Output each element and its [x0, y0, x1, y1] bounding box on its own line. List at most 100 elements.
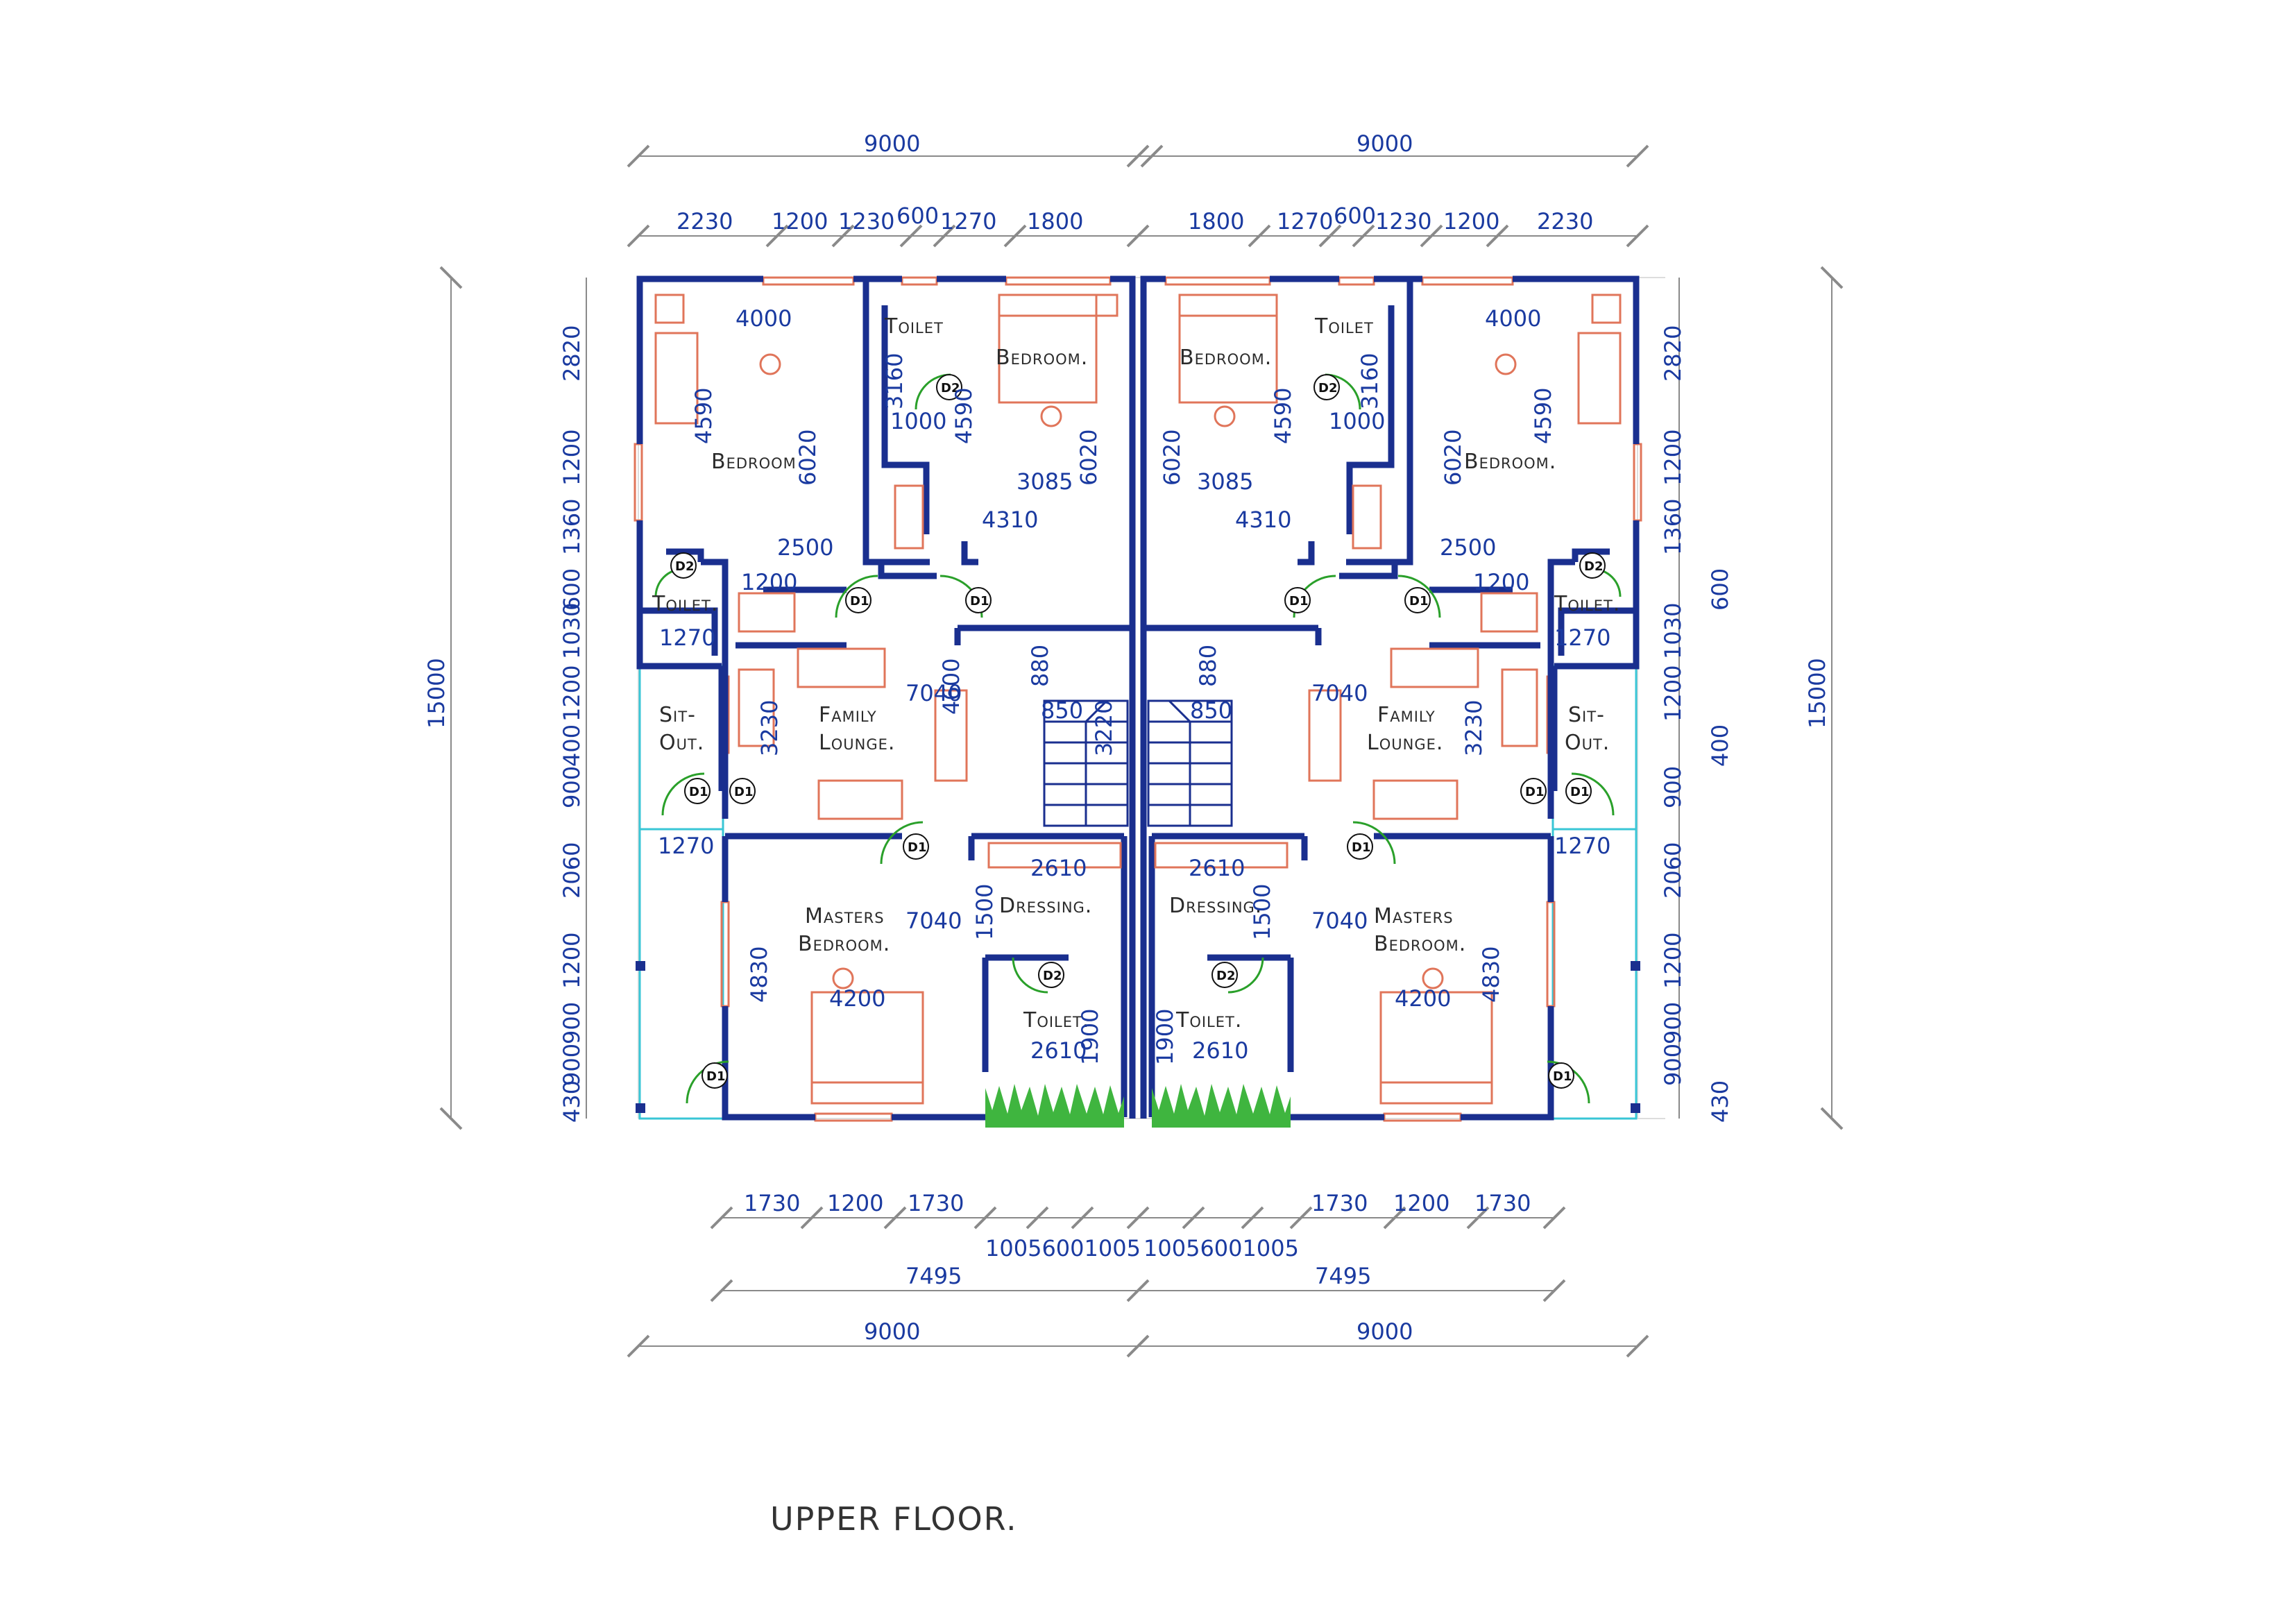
left-dimensions: 15000 2820 1200 1360 600 1030 1200 400 9…	[423, 266, 587, 1130]
dim-bottom-overall-left: 9000	[864, 1318, 920, 1345]
dim-3160-left: 3160	[881, 353, 908, 409]
dim-2610-right-b: 2610	[1192, 1037, 1248, 1064]
room-dressing-right: Dressing.	[1169, 894, 1262, 918]
dim-1270-right-a: 1270	[1554, 624, 1610, 651]
dim-bottom-span-right: 7495	[1315, 1263, 1371, 1289]
dim-850-right: 850	[1190, 697, 1232, 724]
dim-1200-right: 1200	[1473, 569, 1529, 595]
dim-7040-right-b: 7040	[1311, 908, 1368, 934]
dim-7040-left-a: 7040	[905, 680, 962, 706]
room-sit-out-right-1: Sit-	[1568, 703, 1605, 727]
door-tag-d2: D2	[1584, 559, 1603, 574]
door-tag-d1: D1	[1553, 1069, 1572, 1084]
dim-1900-left: 1900	[1077, 1009, 1103, 1065]
dim-left-12: 900	[559, 1044, 585, 1086]
room-sit-out-left-2: Out.	[659, 731, 704, 755]
dim-bottom-seg-5: 1200	[1393, 1190, 1449, 1216]
door-tag-d1: D1	[689, 785, 708, 799]
door-tag-d2: D2	[941, 381, 960, 396]
dim-right-2: 1200	[1660, 430, 1686, 486]
dim-1500-left: 1500	[971, 884, 998, 940]
dim-left-2: 1200	[559, 430, 585, 486]
dim-right-9: 2060	[1660, 842, 1686, 899]
stairs	[1043, 699, 1233, 827]
dim-top-seg-1: 2230	[677, 208, 733, 235]
door-tag-d1: D1	[1570, 785, 1589, 799]
dim-bottom-seg-2: 1200	[827, 1190, 883, 1216]
dim-bottom-mid-right: 10056001005	[1143, 1235, 1299, 1261]
dim-4590-right-b: 4590	[1270, 388, 1296, 444]
dim-3160-right: 3160	[1357, 353, 1383, 409]
room-labels: Bedroom Bedroom. Bedroom. Bedroom. Toile…	[652, 314, 1619, 1033]
furniture	[654, 294, 1622, 1105]
dim-880-right: 880	[1195, 645, 1221, 687]
door-tag-d1: D1	[706, 1069, 725, 1084]
room-family-lounge-left-1: Family	[819, 703, 877, 727]
dim-2610-right-a: 2610	[1189, 855, 1245, 881]
walls-right-unit	[1140, 275, 1640, 1121]
dim-4310-left: 4310	[982, 507, 1038, 533]
room-dimensions: 4000 4000 4590 4590 4590 4590 6020 6020 …	[658, 305, 1610, 1065]
room-sit-out-right-2: Out.	[1565, 731, 1610, 755]
dim-left-8: 900	[559, 766, 585, 808]
dim-1270-left-b: 1270	[658, 833, 714, 859]
dim-6020-left-a: 6020	[794, 430, 821, 486]
walls-left-unit	[636, 275, 1136, 1121]
room-sit-out-left-1: Sit-	[659, 703, 696, 727]
dim-7040-left-b: 7040	[905, 908, 962, 934]
door-tag-d1: D1	[1352, 840, 1370, 855]
door-tag-d1: D1	[1289, 594, 1308, 609]
door-tag-d1: D1	[850, 594, 869, 609]
door-tag-d1: D1	[1409, 594, 1428, 609]
dim-4590-right-a: 4590	[1530, 388, 1556, 444]
dim-right-10: 1200	[1660, 933, 1686, 989]
dim-top-seg-9: 600	[1334, 203, 1376, 229]
bottom-dimensions: 1730 1200 1730 1730 1200 1730 1005600100…	[627, 1190, 1649, 1358]
dim-880-left: 880	[1027, 645, 1053, 687]
dim-left-7: 400	[559, 724, 585, 767]
dim-right-7: 400	[1707, 724, 1733, 767]
dim-4200-right: 4200	[1395, 985, 1451, 1012]
dim-right-5: 1030	[1660, 603, 1686, 659]
dim-6020-left-b: 6020	[1075, 430, 1102, 486]
room-toilet-left-bottom: Toilet.	[1023, 1008, 1089, 1033]
dim-top-seg-10: 1230	[1375, 208, 1431, 235]
dim-bottom-overall-right: 9000	[1357, 1318, 1413, 1345]
dim-3085-left: 3085	[1017, 468, 1073, 495]
door-tag-d1: D1	[1525, 785, 1544, 799]
dim-1000-left: 1000	[890, 408, 946, 434]
room-toilet-right-bottom: Toilet.	[1175, 1008, 1242, 1033]
dim-left-overall: 15000	[423, 658, 450, 729]
dim-top-seg-11: 1200	[1443, 208, 1499, 235]
dim-left-9: 2060	[559, 842, 585, 899]
dim-bottom-seg-1: 1730	[744, 1190, 800, 1216]
dim-left-11: 900	[559, 1002, 585, 1044]
dim-3230-right: 3230	[1461, 700, 1487, 756]
dim-left-1: 2820	[559, 325, 585, 382]
dim-1000-right: 1000	[1329, 408, 1385, 434]
dim-bottom-mid-left: 10056001005	[985, 1235, 1141, 1261]
room-bedroom-right-a: Bedroom.	[1464, 450, 1556, 474]
dim-2500-right: 2500	[1440, 534, 1496, 561]
dim-bottom-seg-4: 1730	[1311, 1190, 1368, 1216]
dim-right-4: 600	[1707, 568, 1733, 611]
right-dimensions: 15000 2820 1200 1360 600 1030 1200 400 9…	[1660, 266, 1844, 1130]
dim-right-1: 2820	[1660, 325, 1686, 382]
dim-top-seg-4: 600	[896, 203, 939, 229]
top-dimensions: 9000 9000 2230 1200 1230 600 1270 1800 1…	[627, 130, 1649, 248]
dim-4590-left-b: 4590	[951, 388, 977, 444]
dim-3085-right: 3085	[1197, 468, 1253, 495]
dim-1500-right: 1500	[1249, 884, 1275, 940]
room-dressing-left: Dressing.	[999, 894, 1092, 918]
door-tag-d2: D2	[1216, 969, 1235, 983]
room-masters-left-1: Masters	[805, 904, 885, 928]
room-bedroom-left-b: Bedroom.	[996, 346, 1088, 370]
dim-top-seg-12: 2230	[1537, 208, 1593, 235]
dim-top-seg-5: 1270	[940, 208, 996, 235]
dim-top-overall-left: 9000	[864, 130, 920, 157]
dim-4830-left: 4830	[746, 946, 772, 1003]
dim-bottom-seg-3: 1730	[908, 1190, 964, 1216]
dim-right-overall: 15000	[1804, 658, 1830, 729]
dim-top-seg-3: 1230	[838, 208, 894, 235]
